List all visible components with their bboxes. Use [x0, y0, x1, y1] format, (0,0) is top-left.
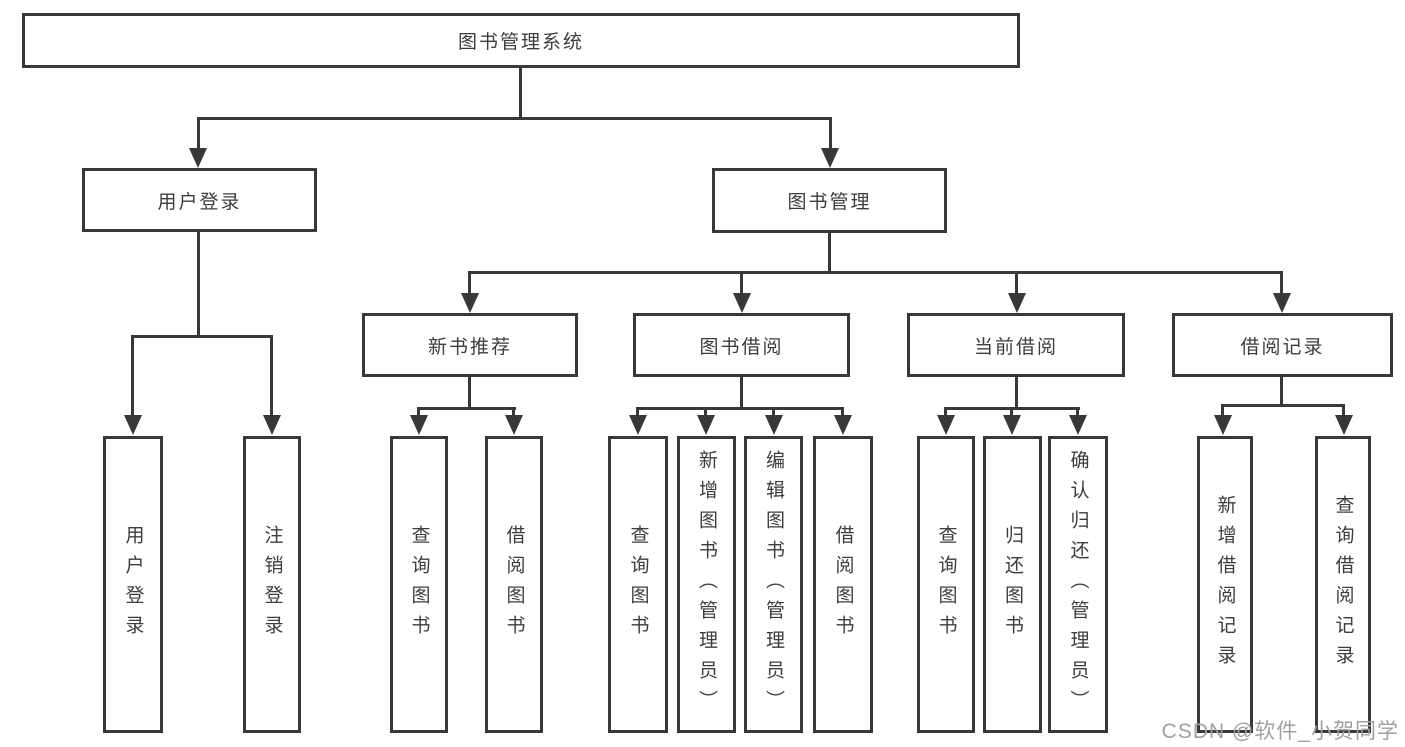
node-new-book-recommendation-label: 新书推荐 — [427, 336, 512, 358]
node-current-borrowing-label: 当前借阅 — [973, 336, 1058, 358]
connector-drop — [636, 407, 639, 417]
leaf-return-books: 归还图书 — [983, 436, 1042, 733]
leaf-query-borrow-record: 查询借阅记录 — [1315, 436, 1371, 733]
connector-book-management-drop-3 — [1015, 271, 1018, 295]
node-book-borrowing: 图书借阅 — [633, 313, 850, 377]
arrow-down-icon — [410, 415, 428, 435]
node-user-login: 用户登录 — [82, 168, 317, 232]
connector-book-management-drop-2 — [740, 271, 743, 295]
connector-root-bar — [197, 117, 831, 120]
leaf-label: 编辑图书（管理员） — [763, 449, 784, 720]
node-borrowing-records: 借阅记录 — [1172, 313, 1393, 377]
leaf-label: 查询图书 — [627, 524, 649, 645]
arrow-down-icon — [1003, 415, 1021, 435]
connector-drop — [841, 407, 844, 417]
arrow-down-icon — [263, 415, 281, 435]
leaf-label: 查询图书 — [935, 524, 957, 645]
arrow-down-icon — [1008, 293, 1026, 313]
leaf-label: 查询图书 — [408, 524, 430, 645]
node-root-label: 图书管理系统 — [457, 32, 584, 53]
leaf-logout: 注销登录 — [243, 436, 301, 733]
node-user-login-label: 用户登录 — [157, 191, 242, 213]
node-borrowing-records-label: 借阅记录 — [1240, 336, 1325, 358]
arrow-down-icon — [124, 415, 142, 435]
watermark-text: CSDN @软件_小贺同学 — [1161, 720, 1399, 743]
arrow-down-icon — [505, 415, 523, 435]
arrow-down-icon — [733, 293, 751, 313]
arrow-down-icon — [1335, 415, 1353, 435]
leaf-borrow-books-borrowing: 借阅图书 — [813, 436, 873, 733]
connector-drop — [512, 407, 515, 417]
node-new-book-recommendation: 新书推荐 — [362, 313, 578, 377]
connector-drop — [944, 407, 947, 417]
connector-drop — [1010, 407, 1013, 417]
connector-user-login-stem — [197, 232, 200, 336]
connector-drop — [1342, 404, 1345, 417]
connector-book-management-bar — [468, 271, 1283, 274]
leaf-query-books-current: 查询图书 — [917, 436, 975, 733]
connector-drop — [1221, 404, 1224, 417]
leaf-label: 查询借阅记录 — [1332, 494, 1354, 675]
leaf-query-books-borrowing: 查询图书 — [608, 436, 668, 733]
connector-drop — [704, 407, 707, 417]
leaf-add-books-admin: 新增图书（管理员） — [677, 436, 736, 733]
connector-root-drop-right — [829, 117, 832, 151]
connector-drop — [772, 407, 775, 417]
leaf-label: 归还图书 — [1002, 524, 1023, 645]
leaf-add-borrow-record: 新增借阅记录 — [1197, 436, 1253, 733]
leaf-label: 确认归还（管理员） — [1067, 449, 1089, 720]
arrow-down-icon — [821, 148, 839, 168]
connector-user-login-drop-2 — [270, 335, 273, 417]
node-book-borrowing-label: 图书借阅 — [699, 336, 784, 358]
connector-user-login-bar — [131, 335, 273, 338]
connector-stem — [1015, 377, 1018, 407]
leaf-confirm-return-admin: 确认归还（管理员） — [1048, 436, 1108, 733]
leaf-user-login: 用户登录 — [103, 436, 163, 733]
leaf-label: 注销登录 — [261, 524, 283, 645]
leaf-borrow-books-recommend: 借阅图书 — [485, 436, 543, 733]
arrow-down-icon — [697, 415, 715, 435]
leaf-query-books-recommend: 查询图书 — [390, 436, 448, 733]
connector-drop — [417, 407, 420, 417]
connector-book-management-drop-4 — [1280, 271, 1283, 295]
connector-user-login-drop-1 — [131, 335, 134, 417]
leaf-label: 借阅图书 — [832, 524, 854, 645]
connector-bar — [417, 407, 516, 410]
connector-stem — [740, 377, 743, 407]
node-root: 图书管理系统 — [22, 13, 1020, 68]
arrow-down-icon — [1214, 415, 1232, 435]
leaf-label: 新增图书（管理员） — [696, 449, 717, 720]
node-current-borrowing: 当前借阅 — [907, 313, 1125, 377]
arrow-down-icon — [1069, 415, 1087, 435]
leaf-edit-books-admin: 编辑图书（管理员） — [744, 436, 803, 733]
connector-book-management-stem — [828, 233, 831, 271]
connector-bar — [1221, 404, 1345, 407]
arrow-down-icon — [461, 293, 479, 313]
connector-book-management-drop-1 — [468, 271, 471, 295]
arrow-down-icon — [834, 415, 852, 435]
leaf-label: 新增借阅记录 — [1214, 494, 1236, 675]
arrow-down-icon — [189, 148, 207, 168]
connector-stem — [1280, 377, 1283, 404]
connector-drop — [1076, 407, 1079, 417]
node-book-management-label: 图书管理 — [787, 192, 872, 213]
arrow-down-icon — [1273, 293, 1291, 313]
connector-root-stem — [519, 68, 522, 118]
arrow-down-icon — [937, 415, 955, 435]
arrow-down-icon — [765, 415, 783, 435]
arrow-down-icon — [629, 415, 647, 435]
leaf-label: 用户登录 — [122, 524, 144, 645]
connector-root-drop-left — [197, 117, 200, 151]
connector-bar — [636, 407, 844, 410]
leaf-label: 借阅图书 — [503, 524, 525, 645]
connector-stem — [468, 377, 471, 407]
node-book-management: 图书管理 — [712, 168, 947, 233]
